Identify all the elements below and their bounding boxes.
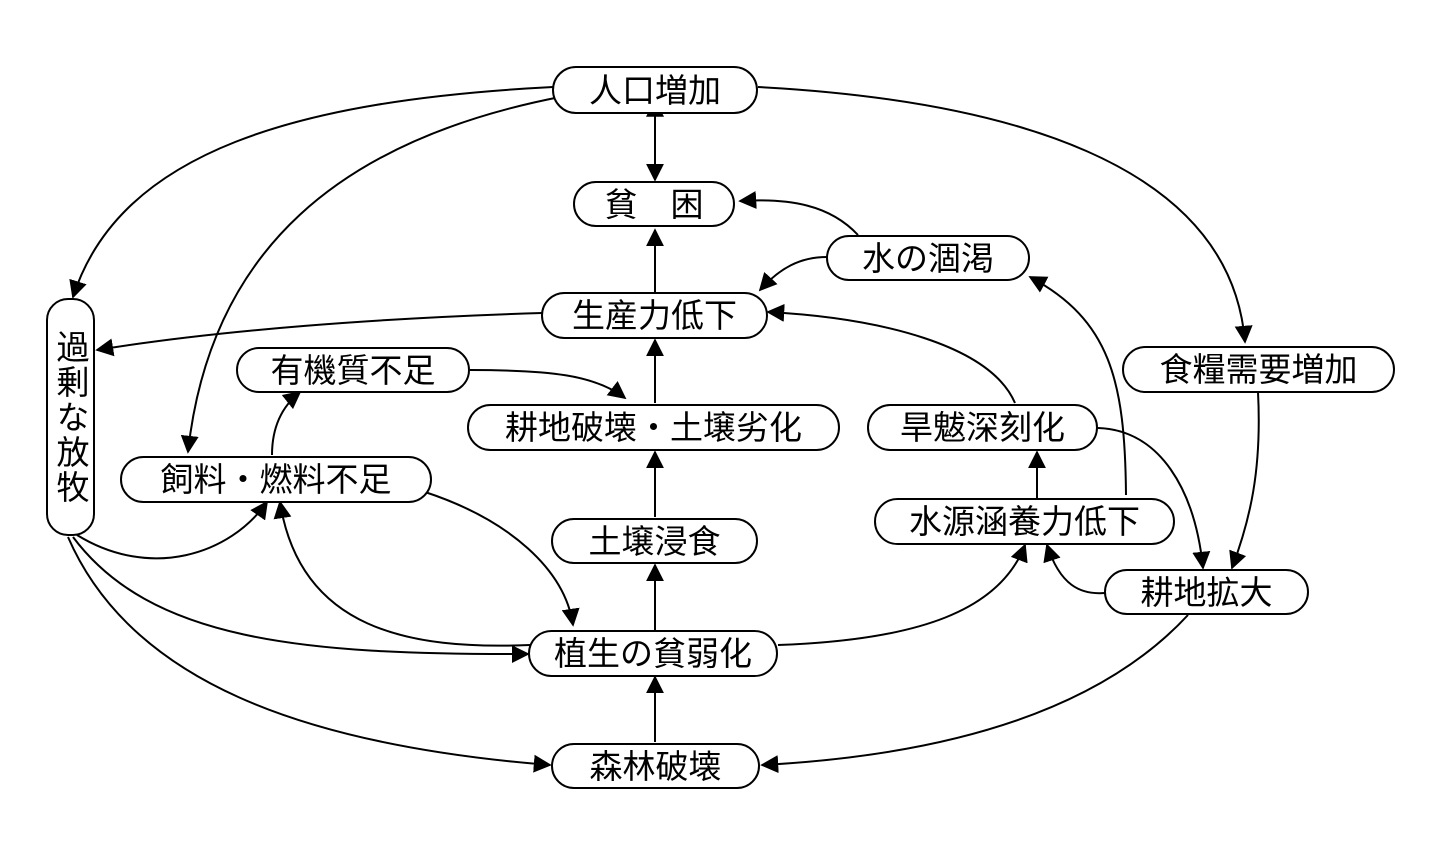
edge-fodder-vegetation	[424, 491, 580, 627]
edge-drought-expansion	[1097, 427, 1211, 570]
node-watershed-decline: 水源涵養力低下	[874, 498, 1175, 545]
node-fodder-fuel-shortage: 飼料・燃料不足	[120, 456, 432, 503]
node-forest-destruction: 森林破壊	[551, 743, 760, 789]
edge-vegetation-watershed	[777, 543, 1028, 646]
edge-water-productivity	[758, 256, 828, 292]
edge-population-overgrazing	[69, 86, 554, 299]
edge-fooddemand-expansion	[1229, 391, 1260, 570]
node-productivity-decline: 生産力低下	[541, 292, 768, 339]
node-food-demand: 食糧需要増加	[1122, 346, 1395, 393]
edge-expansion-watershed	[1043, 543, 1106, 595]
node-farmland-degradation: 耕地破壊・土壌劣化	[467, 404, 840, 451]
node-vegetation-impoverishment: 植生の貧弱化	[528, 630, 778, 677]
node-soil-erosion: 土壌浸食	[551, 518, 758, 564]
edge-expansion-forest	[760, 614, 1189, 774]
node-drought-worsening: 旱魃深刻化	[867, 404, 1098, 451]
node-overgrazing: 過剰な放牧	[46, 298, 95, 536]
node-organic-shortage: 有機質不足	[236, 347, 470, 393]
edge-population-fodder	[180, 96, 561, 454]
edge-vegetation-fodder	[273, 500, 531, 647]
node-farmland-expansion: 耕地拡大	[1104, 569, 1309, 615]
edge-overgrazing-fodder	[76, 500, 269, 560]
edge-productivity-overgrazing	[95, 312, 543, 357]
edge-drought-productivity	[766, 303, 1016, 404]
edge-overgrazing-forest	[67, 536, 552, 773]
edge-organic-farmland	[469, 369, 627, 400]
node-population-increase: 人口増加	[552, 66, 758, 114]
node-poverty: 貧 困	[573, 181, 735, 227]
edge-population-fooddemand	[757, 86, 1253, 344]
node-water-depletion: 水の涸渇	[826, 235, 1030, 281]
edge-fodder-organic	[271, 390, 302, 456]
edge-water-poverty	[738, 191, 859, 236]
edge-watershed-water	[1028, 276, 1127, 496]
edge-overgrazing-vegetation	[72, 536, 530, 664]
